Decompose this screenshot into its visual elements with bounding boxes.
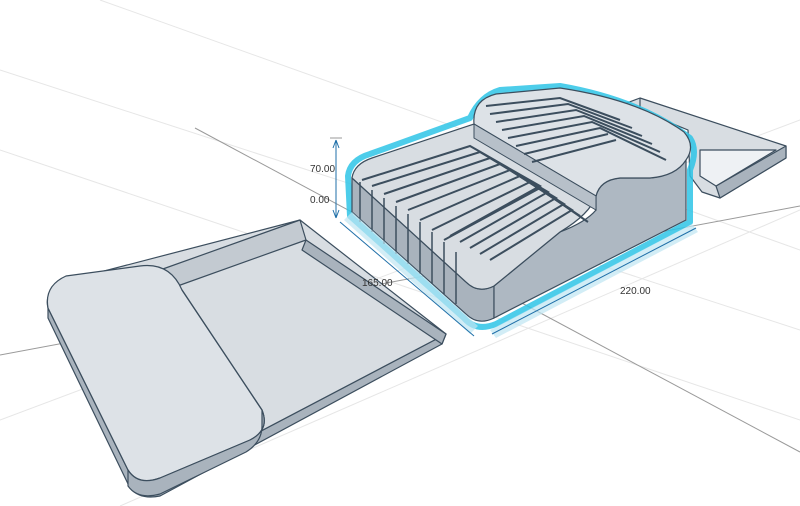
left-tray[interactable] — [46, 219, 447, 498]
elevation-label[interactable]: 0.00 — [310, 195, 330, 206]
length-label[interactable]: 220.00 — [620, 286, 651, 297]
knife-slots-lower — [361, 144, 589, 261]
dimension-height[interactable] — [330, 137, 342, 219]
dimension-width[interactable] — [339, 212, 478, 337]
right-tray[interactable] — [623, 97, 787, 199]
knife-slots-upper — [485, 96, 667, 163]
dimension-length[interactable] — [490, 224, 698, 338]
width-label[interactable]: 165.00 — [362, 278, 393, 289]
knife-block[interactable] — [345, 83, 697, 330]
knife-slots-front — [359, 182, 457, 304]
height-label[interactable]: 70.00 — [310, 164, 335, 175]
